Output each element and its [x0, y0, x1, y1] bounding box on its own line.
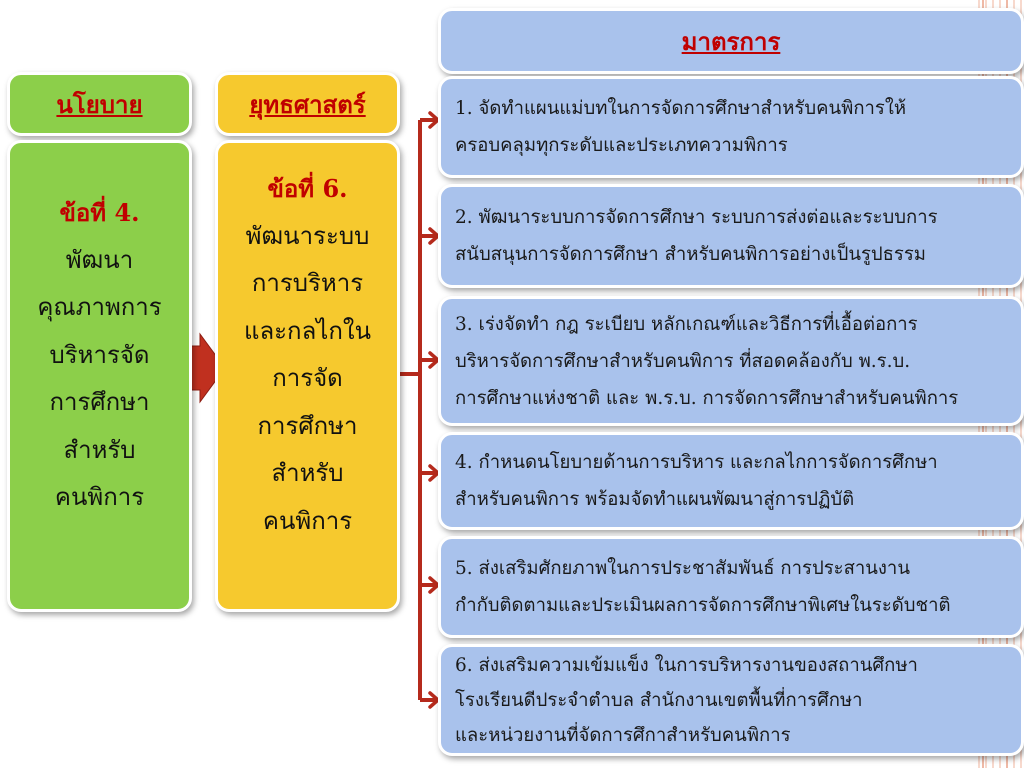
measure-item-2: 2. พัฒนาระบบการจัดการศึกษา ระบบการส่งต่อ… [438, 184, 1024, 288]
measure-line: โรงเรียนดีประจำตำบล สำนักงานเขตพื้นที่กา… [455, 689, 863, 711]
policy-line: พัฒนา [65, 245, 134, 274]
policy-line: สำหรับ [63, 435, 136, 464]
measure-line: สนับสนุนการจัดการศึกษา สำหรับคนพิการอย่า… [455, 244, 927, 265]
measure-item-6: 6. ส่งเสริมความเข้มแข็ง ในการบริหารงานขอ… [438, 644, 1024, 756]
strategy-header-label: ยุทธศาสตร์ [249, 89, 366, 119]
policy-line: บริหารจัด [49, 340, 150, 369]
strategy-line: สำหรับ [271, 459, 344, 487]
measure-line: 2. พัฒนาระบบการจัดการศึกษา ระบบการส่งต่อ… [455, 207, 938, 228]
measures-header: มาตรการ [438, 8, 1024, 74]
measure-item-1: 1. จัดทำแผนแม่บทในการจัดการศึกษาสำหรับคน… [438, 76, 1024, 178]
measure-line: การศึกษาแห่งชาติ และ พ.ร.บ. การจัดการศึก… [455, 387, 959, 409]
policy-line: การศึกษา [49, 388, 150, 416]
strategy-item-number: ข้อที่ 6. [267, 174, 348, 203]
strategy-line: พัฒนาระบบ [245, 221, 370, 250]
branch-arrowheads [428, 111, 441, 709]
measure-line: 3. เร่งจัดทำ กฎ ระเบียบ หลักเกณฑ์และวิธี… [455, 313, 918, 335]
measure-line: 6. ส่งเสริมความเข้มแข็ง ในการบริหารงานขอ… [455, 654, 918, 676]
strategy-line: คนพิการ [262, 506, 353, 535]
strategy-line: การบริหาร [251, 269, 364, 297]
policy-line: คนพิการ [54, 483, 145, 511]
strategy-header: ยุทธศาสตร์ [215, 72, 400, 136]
measure-line: 5. ส่งเสริมศักยภาพในการประชาสัมพันธ์ การ… [455, 558, 910, 579]
measure-item-4: 4. กำหนดนโยบายด้านการบริหาร และกลไกการจั… [438, 432, 1024, 530]
policy-item-number: ข้อที่ 4. [59, 198, 140, 227]
measure-line: กำกับติดตามและประเมินผลการจัดการศึกษาพิเ… [455, 595, 951, 616]
measures-header-label: มาตรการ [681, 26, 781, 56]
policy-header: นโยบาย [7, 72, 192, 136]
measure-line: ครอบคลุมทุกระดับและประเภทความพิการ [455, 135, 788, 156]
branch-connector [400, 118, 436, 702]
measure-item-3: 3. เร่งจัดทำ กฎ ระเบียบ หลักเกณฑ์และวิธี… [438, 296, 1024, 426]
measure-line: บริหารจัดการศึกษาสำหรับคนพิการ ที่สอดคล้… [455, 350, 911, 372]
policy-header-label: นโยบาย [56, 89, 143, 119]
measure-line: และหน่วยงานที่จัดการศึกาสำหรับคนพิการ [455, 724, 791, 746]
strategy-line: การศึกษา [257, 411, 358, 440]
strategy-line: การจัด [272, 364, 343, 392]
measure-item-5: 5. ส่งเสริมศักยภาพในการประชาสัมพันธ์ การ… [438, 536, 1024, 638]
strategy-line: และกลไกใน [243, 316, 372, 345]
strategy-body: ข้อที่ 6. พัฒนาระบบ การบริหาร และกลไกใน … [215, 140, 400, 612]
measure-line: 4. กำหนดนโยบายด้านการบริหาร และกลไกการจั… [455, 452, 938, 473]
policy-line: คุณภาพการ [37, 293, 162, 321]
measure-line: สำหรับคนพิการ พร้อมจัดทำแผนพัฒนาสู่การปฏ… [455, 489, 855, 510]
measure-line: 1. จัดทำแผนแม่บทในการจัดการศึกษาสำหรับคน… [455, 98, 907, 119]
policy-body: ข้อที่ 4. พัฒนา คุณภาพการ บริหารจัด การศ… [7, 140, 192, 612]
